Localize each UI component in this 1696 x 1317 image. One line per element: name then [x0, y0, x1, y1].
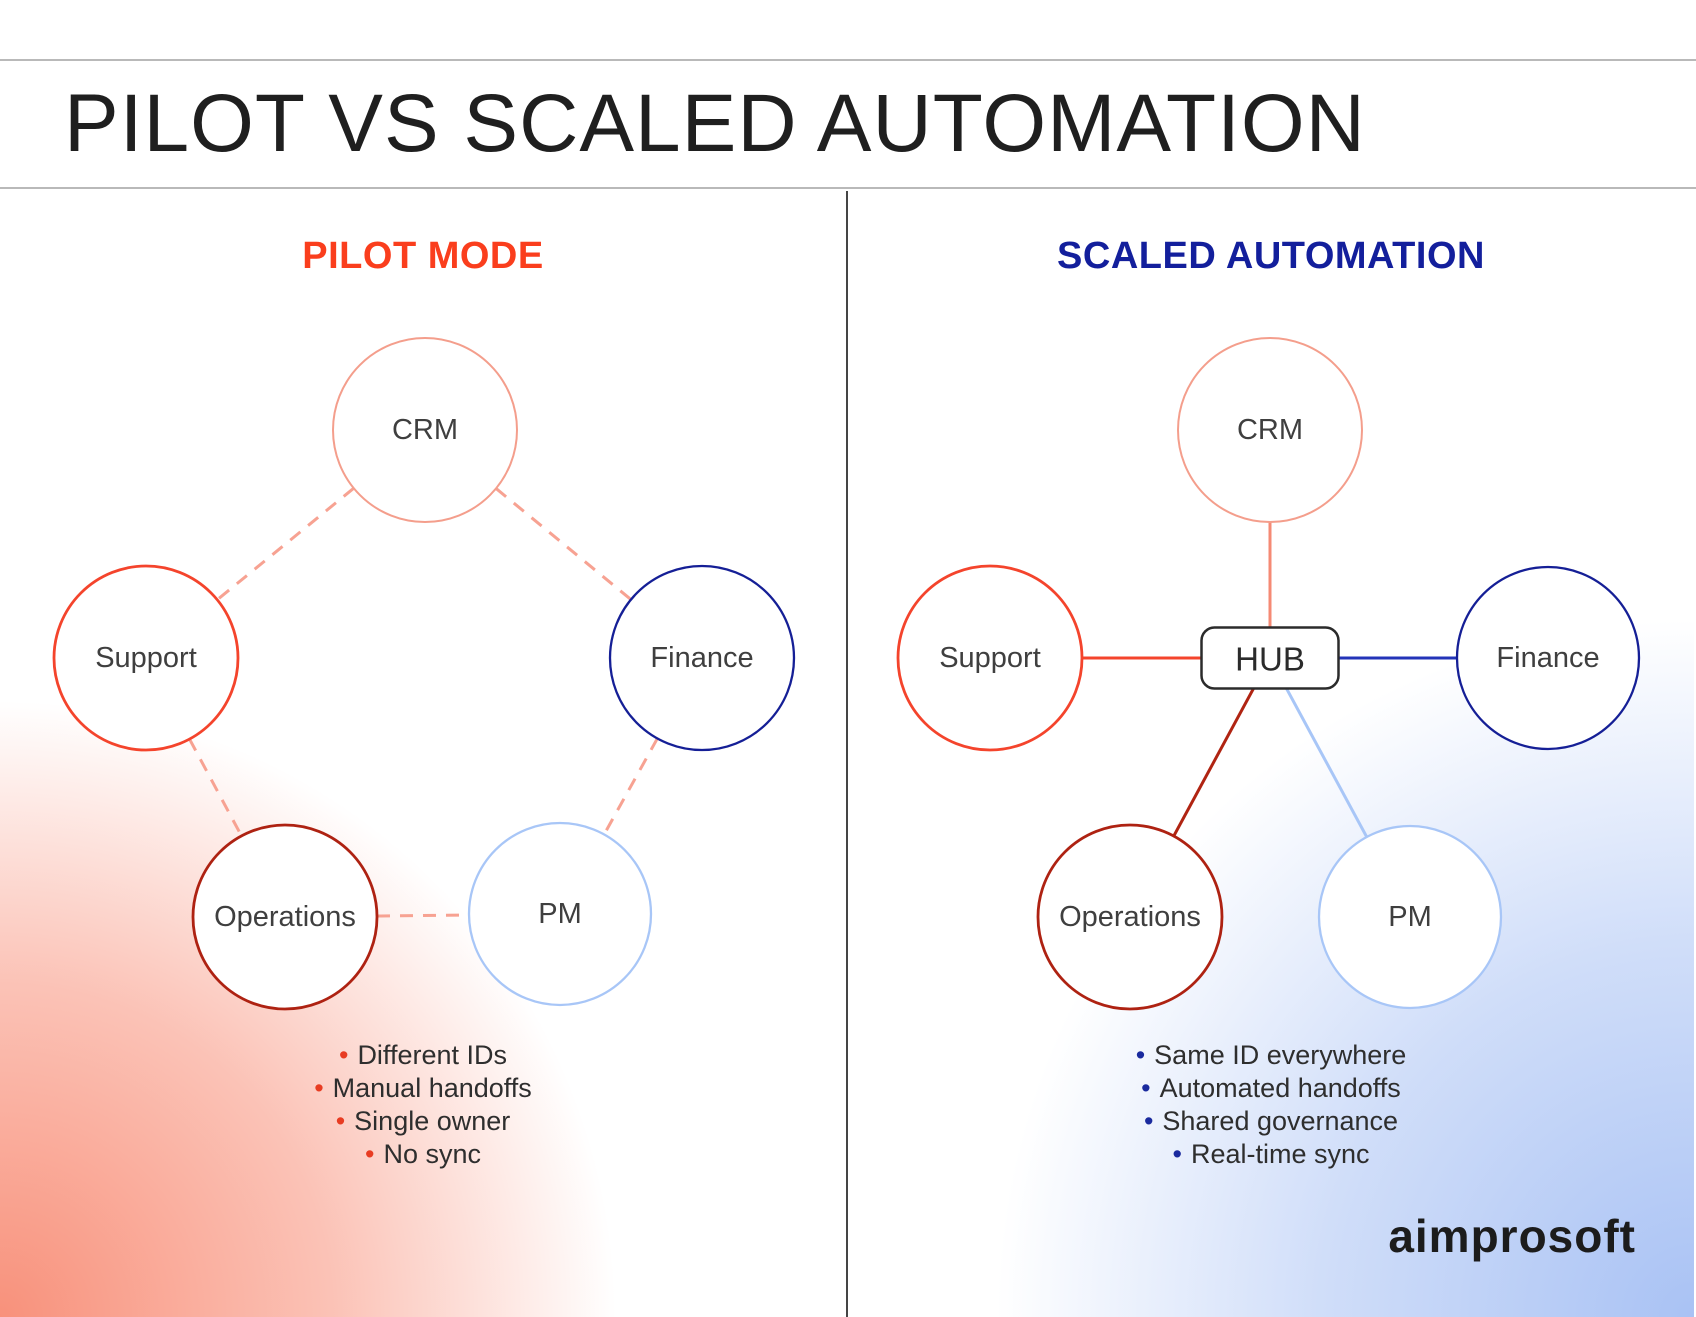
bullet-dot	[339, 1040, 348, 1070]
scaled-automation-bullet-list: Same ID everywhere Automated handoffs Sh…	[848, 1039, 1694, 1171]
pm-node-label: PM	[538, 898, 582, 930]
operations-node-label: Operations	[214, 901, 356, 933]
scaled-automation-diagram: CRM Support Finance Operations PM HUB	[896, 337, 1641, 1011]
support-node-label: Support	[95, 642, 197, 674]
pilot-mode-panel: PILOT MODE CRM Support	[0, 191, 848, 1317]
scaled-automation-heading: SCALED AUTOMATION	[1057, 235, 1485, 277]
operations-node-circle	[1036, 823, 1224, 1011]
crm-node-label: CRM	[392, 414, 458, 446]
bullet-dot	[1144, 1106, 1153, 1136]
pilot-mode-bullet-list: Different IDs Manual handoffs Single own…	[0, 1039, 846, 1171]
bullet-dot	[1136, 1040, 1145, 1070]
bullet-text: Shared governance	[1162, 1106, 1399, 1136]
support-node-label: Support	[939, 642, 1041, 674]
bullet-item: Different IDs	[0, 1039, 846, 1072]
crm-node-circle	[332, 337, 518, 523]
support-node-circle	[896, 564, 1084, 752]
hub-label: HUB	[1235, 641, 1305, 678]
finance-node-label: Finance	[1496, 642, 1599, 674]
pm-node-circle	[1317, 824, 1503, 1010]
bullet-text: Different IDs	[357, 1040, 507, 1070]
content-area: PILOT MODE CRM Support	[0, 191, 1696, 1317]
aimprosoft-logo: aimprosoft	[1388, 1210, 1636, 1262]
pm-node-circle	[467, 821, 653, 1007]
finance-node-circle	[1455, 565, 1641, 751]
bullet-dot	[1173, 1139, 1182, 1169]
operations-node-circle	[191, 823, 379, 1011]
bullet-text: Real-time sync	[1190, 1139, 1370, 1169]
crm-node-label: CRM	[1237, 414, 1303, 446]
bullet-item: Automated handoffs	[848, 1072, 1694, 1105]
pilot-mode-diagram: CRM Support Finance Operations PM	[52, 337, 796, 1011]
crm-node-circle	[1177, 337, 1363, 523]
bullet-dot	[365, 1139, 374, 1169]
page-title: PILOT VS SCALED AUTOMATION	[64, 78, 1366, 169]
finance-node-circle	[608, 564, 796, 752]
bullet-item: Manual handoffs	[0, 1072, 846, 1105]
bullet-item: Single owner	[0, 1105, 846, 1138]
bullet-item: Same ID everywhere	[848, 1039, 1694, 1072]
bullet-text: Automated handoffs	[1159, 1073, 1401, 1103]
bullet-dot	[1141, 1073, 1150, 1103]
operations-node-label: Operations	[1059, 901, 1201, 933]
support-node-circle	[52, 564, 240, 752]
bullet-dot	[314, 1073, 323, 1103]
title-band: PILOT VS SCALED AUTOMATION	[0, 59, 1696, 189]
bullet-text: No sync	[383, 1139, 481, 1169]
hub-box	[1200, 626, 1340, 690]
bullet-item: Real-time sync	[848, 1138, 1694, 1171]
pilot-mode-heading: PILOT MODE	[302, 235, 544, 277]
bullet-text: Single owner	[354, 1106, 511, 1136]
bullet-item: Shared governance	[848, 1105, 1694, 1138]
bullet-dot	[336, 1106, 345, 1136]
scaled-automation-panel: SCALED AUTOMATION CRM	[848, 191, 1694, 1317]
pm-node-label: PM	[1388, 901, 1432, 933]
finance-node-label: Finance	[650, 642, 753, 674]
bullet-text: Manual handoffs	[332, 1073, 532, 1103]
bullet-text: Same ID everywhere	[1154, 1040, 1407, 1070]
bullet-item: No sync	[0, 1138, 846, 1171]
